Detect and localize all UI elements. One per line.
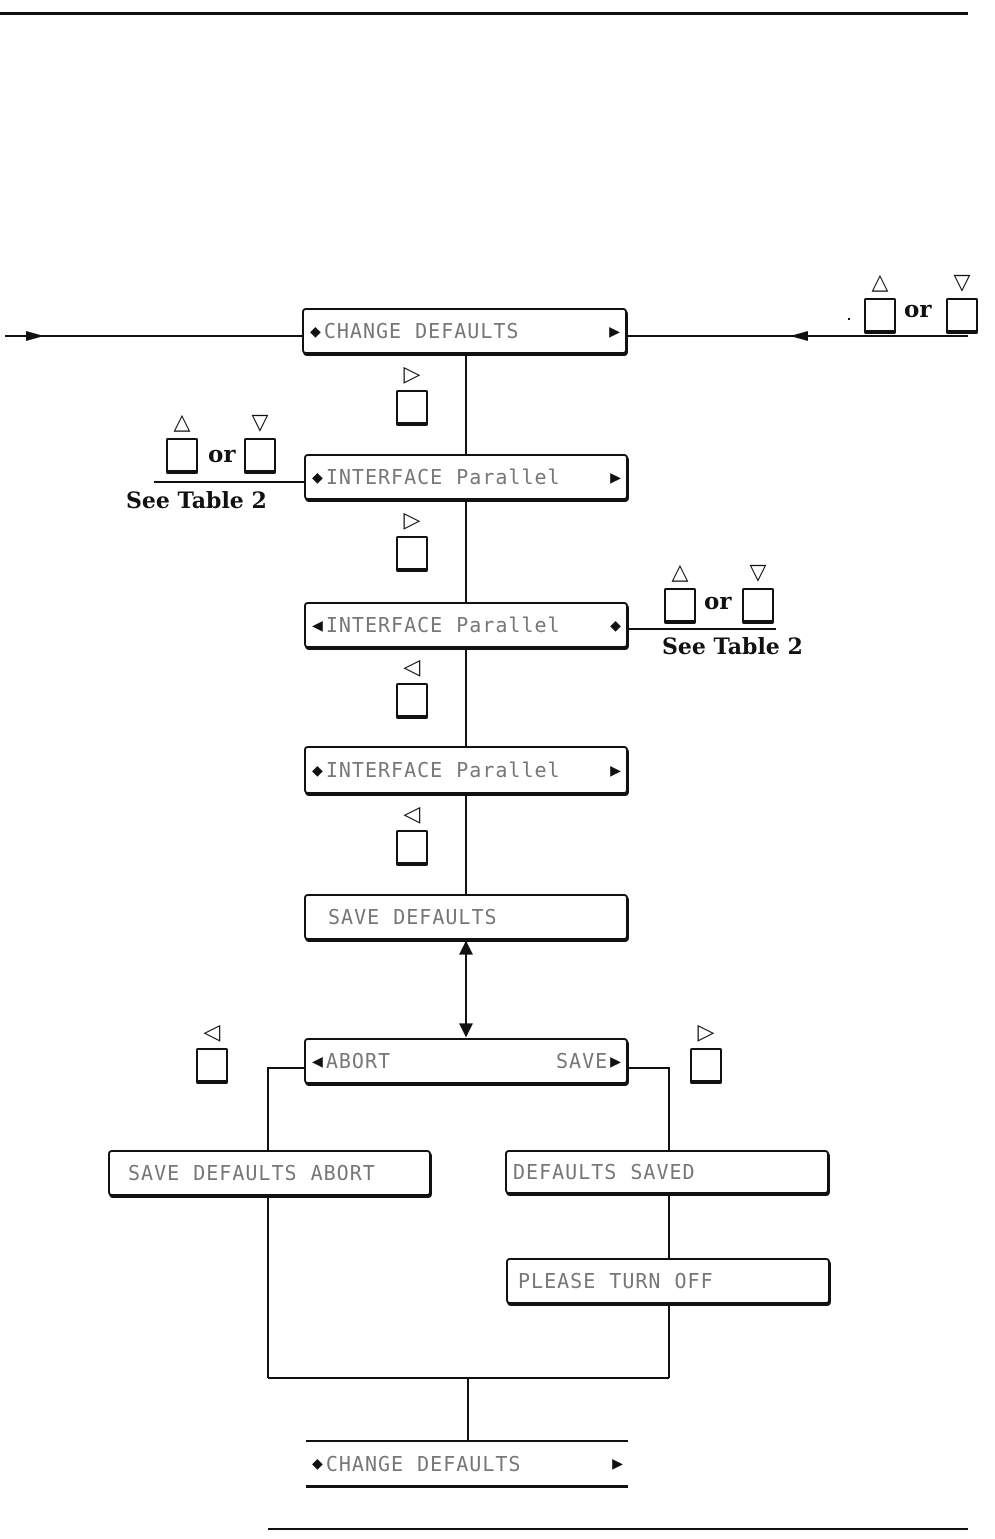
- up-down-icon: ◆: [312, 760, 324, 781]
- left-arrow-icon: ◀: [312, 615, 324, 636]
- up-key-icon: △: [166, 438, 198, 474]
- see-table-right: See Table 2: [662, 634, 803, 660]
- up-key-icon: △: [664, 588, 696, 624]
- up-down-icon: ◆: [310, 321, 322, 342]
- display-text: CHANGE DEFAULTS: [324, 319, 607, 343]
- abort-label: ABORT: [326, 1049, 391, 1073]
- display-please-turn-off: PLEASE TURN OFF: [506, 1258, 830, 1304]
- up-key-icon: △: [864, 298, 896, 334]
- display-text: CHANGE DEFAULTS: [326, 1452, 610, 1476]
- left-triangle-icon: ◁: [204, 1020, 221, 1046]
- display-text: INTERFACE Parallel: [326, 613, 608, 637]
- left-key-icon: ◁: [396, 830, 428, 866]
- bottom-rule: [268, 1528, 968, 1530]
- display-change-defaults-top: ◆ CHANGE DEFAULTS ▶: [302, 308, 627, 354]
- down-triangle-icon: ▽: [750, 560, 767, 586]
- stray-mark: [848, 318, 850, 320]
- display-text: INTERFACE Parallel: [326, 465, 608, 489]
- save-branch: [628, 1068, 669, 1150]
- right-key-icon: ▷: [690, 1048, 722, 1084]
- down-triangle-icon: ▽: [252, 410, 269, 436]
- right-arrow-icon: ▶: [610, 760, 622, 781]
- right-arrow-icon: ▶: [610, 1051, 622, 1072]
- see-table-left: See Table 2: [126, 488, 267, 514]
- display-change-defaults-bottom: ◆ CHANGE DEFAULTS ▶: [306, 1440, 628, 1488]
- display-save-defaults: SAVE DEFAULTS: [304, 894, 628, 940]
- down-key-icon: ▽: [946, 298, 978, 334]
- entry-arrowhead-left: [26, 331, 44, 341]
- left-arrow-icon: ◀: [312, 1051, 324, 1072]
- right-arrow-icon: ▶: [612, 1453, 624, 1474]
- display-interface-1: ◆ INTERFACE Parallel ▶: [304, 454, 628, 500]
- display-text: INTERFACE Parallel: [326, 758, 608, 782]
- entry-arrowhead-right: [790, 331, 808, 341]
- or-label: or: [904, 296, 931, 323]
- display-interface-3: ◆ INTERFACE Parallel ▶: [304, 746, 628, 794]
- up-triangle-icon: △: [672, 560, 689, 586]
- display-save-defaults-abort: SAVE DEFAULTS ABORT: [108, 1150, 431, 1196]
- up-triangle-icon: △: [174, 410, 191, 436]
- down-key-icon: ▽: [742, 588, 774, 624]
- left-triangle-icon: ◁: [404, 802, 421, 828]
- down-key-icon: ▽: [244, 438, 276, 474]
- up-down-icon: ◆: [610, 615, 622, 636]
- right-triangle-icon: ▷: [698, 1020, 715, 1046]
- display-text: SAVE DEFAULTS: [328, 905, 622, 929]
- right-key-icon: ▷: [396, 536, 428, 572]
- display-text: PLEASE TURN OFF: [518, 1269, 824, 1293]
- right-triangle-icon: ▷: [404, 362, 421, 388]
- left-key-icon: ◁: [396, 683, 428, 719]
- up-triangle-icon: △: [872, 270, 889, 296]
- right-key-icon: ▷: [396, 390, 428, 426]
- up-down-icon: ◆: [312, 1453, 324, 1474]
- display-text: DEFAULTS SAVED: [513, 1160, 823, 1184]
- display-defaults-saved: DEFAULTS SAVED: [505, 1150, 829, 1194]
- or-label: or: [704, 588, 731, 615]
- right-arrow-icon: ▶: [609, 321, 621, 342]
- display-abort-save: ◀ ABORT SAVE ▶: [304, 1038, 628, 1084]
- down-triangle-icon: ▽: [954, 270, 971, 296]
- save-label: SAVE: [556, 1049, 608, 1073]
- abort-branch: [268, 1068, 304, 1150]
- or-label: or: [208, 441, 235, 468]
- up-down-icon: ◆: [312, 467, 324, 488]
- left-triangle-icon: ◁: [404, 655, 421, 681]
- right-triangle-icon: ▷: [404, 508, 421, 534]
- display-text: ABORT SAVE: [326, 1049, 608, 1073]
- right-arrow-icon: ▶: [610, 467, 622, 488]
- display-text: SAVE DEFAULTS ABORT: [128, 1161, 425, 1185]
- left-key-icon: ◁: [196, 1048, 228, 1084]
- display-interface-2: ◀ INTERFACE Parallel ◆: [304, 602, 628, 648]
